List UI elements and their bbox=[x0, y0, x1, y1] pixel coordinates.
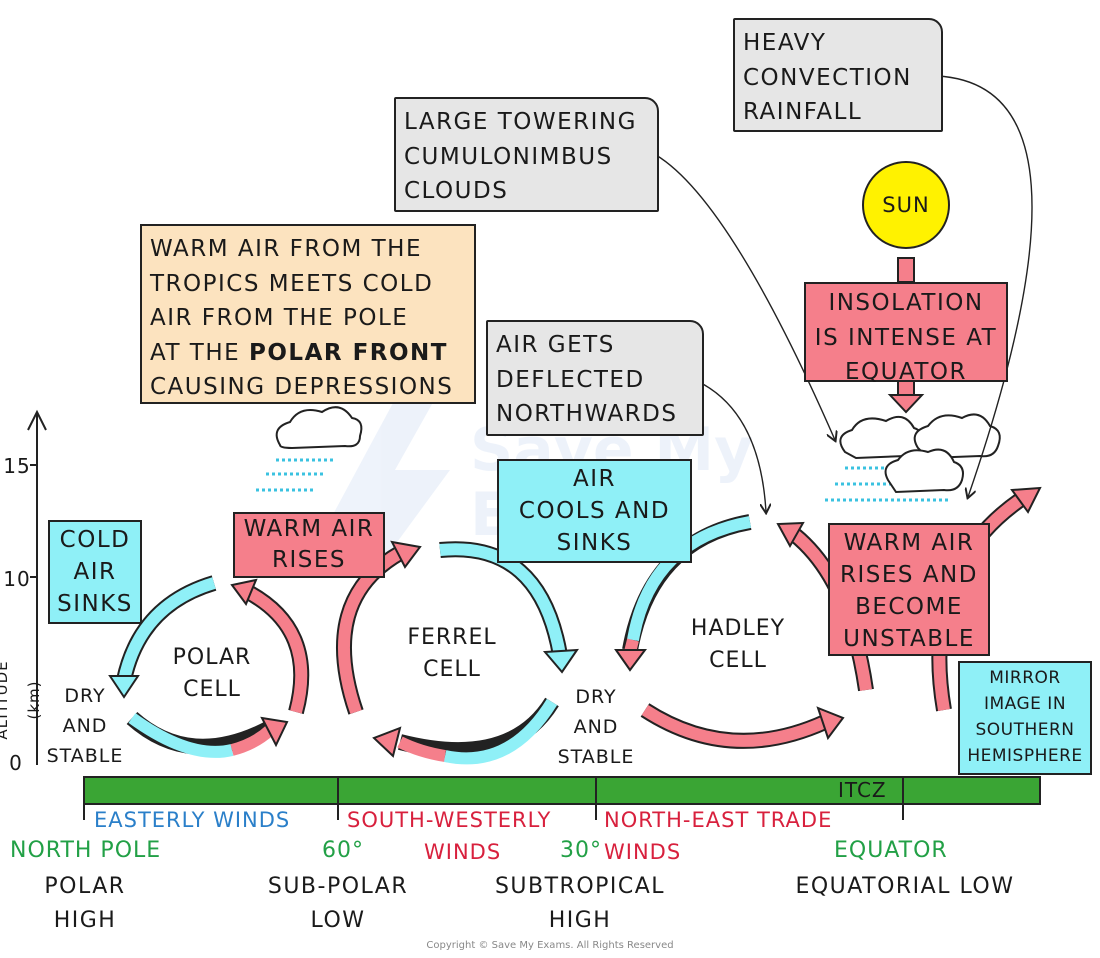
mirror-image-box: MIRROR IMAGE IN SOUTHERN HEMISPHERE bbox=[958, 661, 1092, 775]
equatorial-low-label: EQUATORIAL LOW bbox=[795, 874, 1015, 899]
cold-air-sinks-box: COLD AIR SINKS bbox=[48, 520, 142, 624]
ne-trade-winds-label: WINDS bbox=[604, 840, 682, 864]
subtropical-high-label: SUBTROPICAL HIGH bbox=[494, 874, 666, 933]
polar-cell-arrows bbox=[108, 575, 310, 758]
dry-stable-left-label: DRY AND STABLE bbox=[46, 685, 124, 767]
copyright-notice: Copyright © Save My Exams. All Rights Re… bbox=[426, 940, 674, 951]
itcz-label: ITCZ bbox=[838, 778, 887, 802]
equator-label: EQUATOR bbox=[834, 838, 948, 863]
cumulonimbus-clouds-box: LARGE TOWERING CUMULONIMBUS CLOUDS bbox=[394, 97, 659, 212]
insolation-box: INSOLATION IS INTENSE AT EQUATOR bbox=[804, 282, 1008, 385]
altitude-axis bbox=[27, 409, 47, 765]
insolation-arrows bbox=[887, 257, 925, 414]
warm-air-rises-box: WARM AIR RISES bbox=[233, 512, 385, 578]
polar-cell-label: POLAR CELL bbox=[172, 645, 252, 702]
sub-polar-low-label: SUB-POLAR LOW bbox=[267, 874, 409, 933]
ferrel-cell-label: FERREL CELL bbox=[407, 625, 497, 682]
south-westerly-winds-label: WINDS bbox=[424, 840, 502, 864]
lat-30-label: 30° bbox=[560, 838, 602, 863]
warm-air-unstable-box: WARM AIR RISES AND BECOME UNSTABLE bbox=[828, 523, 990, 656]
air-deflected-box: AIR GETS DEFLECTED NORTHWARDS bbox=[486, 320, 704, 436]
easterly-winds-label: EASTERLY WINDS bbox=[94, 808, 291, 832]
dry-stable-mid-label: DRY AND STABLE bbox=[557, 686, 635, 768]
rain-cloud-icon bbox=[256, 406, 363, 492]
lat-60-label: 60° bbox=[322, 838, 364, 863]
axis-tick-15: 15 bbox=[3, 454, 31, 478]
surface-bar bbox=[83, 776, 1041, 820]
polar-front-text-2: CAUSING DEPRESSIONS bbox=[150, 374, 454, 400]
north-pole-label: NORTH POLE bbox=[10, 838, 162, 863]
cumulonimbus-cloud-icon bbox=[825, 413, 1001, 502]
polar-front-term: POLAR FRONT bbox=[249, 339, 448, 366]
polar-front-box: WARM AIR FROM THE TROPICS MEETS COLD AIR… bbox=[140, 224, 476, 404]
polar-front-text-1: WARM AIR FROM THE TROPICS MEETS COLD AIR… bbox=[150, 236, 434, 366]
sun-icon bbox=[862, 161, 950, 249]
south-westerly-label: SOUTH-WESTERLY bbox=[347, 808, 552, 832]
polar-high-label: POLAR HIGH bbox=[44, 874, 126, 933]
air-cools-sinks-box: AIR COOLS AND SINKS bbox=[497, 459, 692, 563]
hadley-cell-label: HADLEY CELL bbox=[690, 616, 786, 673]
axis-tick-10: 10 bbox=[3, 567, 31, 591]
sun-label: SUN bbox=[882, 193, 930, 217]
axis-tick-0: 0 bbox=[9, 751, 23, 775]
ne-trade-label: NORTH-EAST TRADE bbox=[604, 808, 833, 832]
heavy-rainfall-box: HEAVY CONVECTION RAINFALL bbox=[733, 18, 943, 132]
